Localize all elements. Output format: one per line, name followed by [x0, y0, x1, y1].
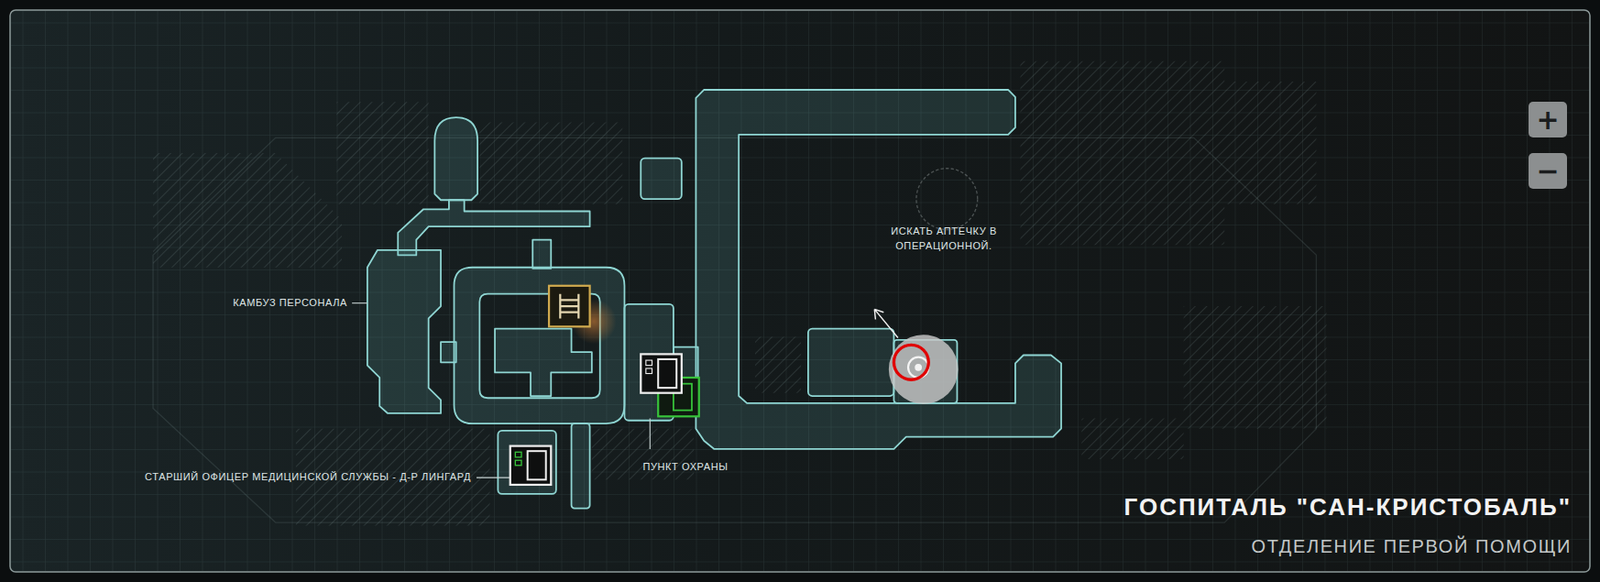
save-station-icon — [640, 353, 699, 417]
location-title: ГОСПИТАЛЬ "САН-КРИСТОБАЛЬ" — [1124, 493, 1572, 522]
zoom-symbol: − — [1535, 157, 1559, 186]
elevator-icon — [548, 285, 591, 328]
objective-note: ИСКАТЬ АПТЕЧКУ В ОПЕРАЦИОННОЙ. — [875, 224, 1013, 254]
map-layer — [153, 61, 1327, 527]
grid — [10, 10, 1590, 571]
room-label: ПУНКТ ОХРАНЫ — [642, 460, 728, 475]
hatch-areas — [153, 61, 1327, 527]
frame — [10, 10, 1590, 572]
zoom-symbol: + — [1535, 106, 1559, 134]
rooms — [367, 89, 1062, 509]
player-marker — [874, 308, 958, 405]
office-icon — [510, 446, 552, 485]
location-subtitle: ОТДЕЛЕНИЕ ПЕРВОЙ ПОМОЩИ — [1251, 536, 1572, 558]
room-label: КАМБУЗ ПЕРСОНАЛА — [232, 295, 348, 311]
zoom-button: − — [1528, 153, 1568, 189]
zoom-button: + — [1528, 101, 1568, 138]
room-label: СТАРШИЙ ОФИЦЕР МЕДИЦИНСКОЙ СЛУЖБЫ - Д-Р … — [144, 470, 472, 485]
objective-area — [916, 168, 978, 231]
